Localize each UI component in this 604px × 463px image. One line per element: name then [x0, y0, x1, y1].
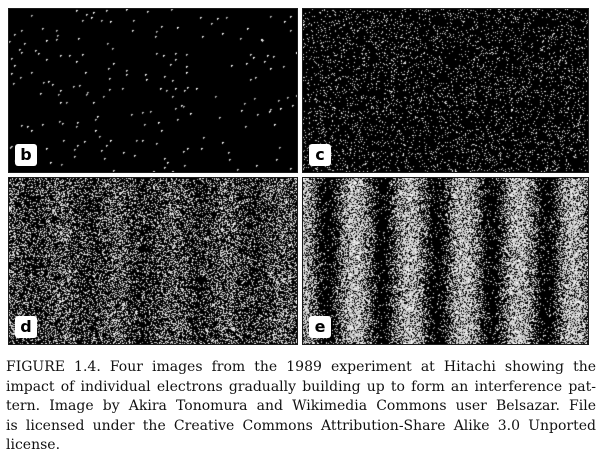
caption-line: impact of individual electrons gradually… — [6, 378, 596, 395]
caption-line: tern. Image by Akira Tonomura and Wikime… — [6, 398, 596, 414]
panel-c-electron-image: c — [302, 8, 589, 173]
panel-e-electron-image: e — [302, 177, 589, 345]
panel-b-electron-image: b — [8, 8, 298, 173]
panel-d-electron-image: d — [8, 177, 298, 345]
panel-e-label: e — [309, 316, 331, 338]
panel-c-label: c — [309, 144, 331, 166]
electron-interference-figure: b c d e — [8, 8, 589, 345]
panel-d-label: d — [15, 316, 37, 338]
caption-line: license. — [6, 437, 61, 453]
panel-c-dots — [303, 9, 588, 172]
caption-line: FIGURE 1.4. Four images from the 1989 ex… — [6, 359, 596, 375]
panel-d-dots — [9, 178, 297, 344]
panel-b-label: b — [15, 144, 37, 166]
panel-b-dots — [9, 9, 297, 172]
caption-line: is licensed under the Creative Commons A… — [6, 417, 596, 434]
figure-caption: FIGURE 1.4. Four images from the 1989 ex… — [6, 358, 596, 456]
panel-e-dots — [303, 178, 588, 344]
